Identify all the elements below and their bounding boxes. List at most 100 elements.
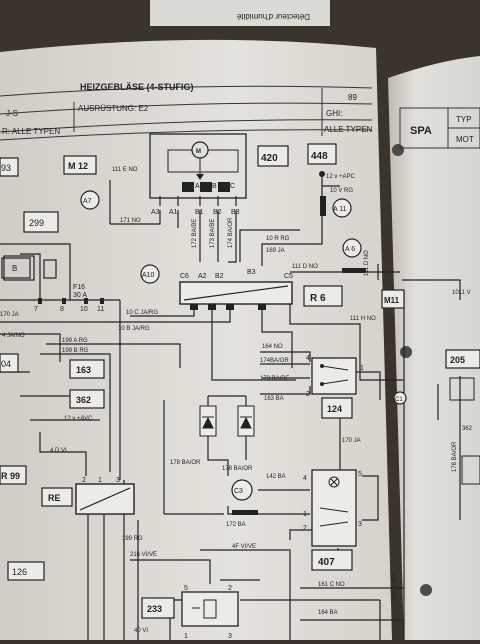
right-page: [388, 56, 480, 640]
header-page-number: 89: [348, 93, 357, 102]
fuse: [232, 510, 258, 515]
ref-163: 163: [76, 365, 91, 375]
pin-124-2: 2: [306, 391, 310, 398]
wire-label: 172 BA/BE: [192, 219, 198, 248]
pin-re-1: 1: [98, 477, 102, 484]
pin-c6: C6: [180, 273, 189, 280]
pin-10: 10: [80, 306, 88, 313]
pin-c: C: [230, 183, 235, 190]
wire-label: 174BA/OR: [260, 358, 289, 364]
ref-362: 362: [76, 395, 91, 405]
relay-re: [75, 483, 135, 515]
pin-11: 11: [97, 306, 104, 313]
ref-m12: M 12: [68, 161, 88, 171]
terminal-dot: [319, 171, 325, 177]
wire-label: 163 BA: [264, 396, 284, 402]
wire-label: 111 D NO: [364, 250, 370, 276]
wire-label: 12 v +AVC: [64, 416, 93, 422]
wire-label: 164 NO: [262, 344, 283, 350]
pin-a3: A3: [151, 209, 160, 216]
pin-407-4: 4: [303, 475, 307, 482]
wire-label: 216 VI/VE: [130, 552, 157, 558]
wire-label: 172 BA: [226, 522, 246, 528]
wire-labels: 111 E NO 171 NO 12 v +APC 10 V RG 172 BA…: [0, 167, 473, 634]
wire-label: 178 BA/OR: [452, 441, 458, 472]
wire-label: 173 BA/BE: [210, 219, 216, 248]
right-spa: SPA: [410, 125, 432, 137]
wire-label: 199 A RG: [62, 338, 88, 344]
reference-boxes: [0, 143, 480, 619]
right-component: [461, 455, 480, 485]
relay-124: [311, 357, 357, 395]
ref-124: 124: [327, 404, 342, 414]
header-all-types: ALLE TYPEN: [324, 125, 373, 134]
diodes: [199, 405, 255, 437]
motor-symbol: M: [196, 149, 201, 155]
circle-a7: A7: [83, 198, 92, 205]
right-typ: TYP: [456, 115, 472, 124]
ref-re: RE: [48, 493, 61, 503]
header-model: J-S: [6, 109, 18, 118]
fuse: [342, 268, 366, 273]
ref-b: B: [12, 264, 17, 273]
ref-205: 205: [450, 355, 465, 365]
ref-407: 407: [318, 557, 335, 568]
wire-label: 178 BA/OR: [222, 466, 253, 472]
pin-b: B: [212, 183, 217, 190]
ref-r6: R 6: [310, 293, 326, 304]
header-equipment: AUSRÜSTUNG: E2: [78, 104, 149, 113]
pin-407-2: 2: [303, 525, 307, 532]
pin-a: A: [195, 183, 200, 190]
wire-label: 10 C JA/RG: [126, 310, 158, 316]
pin-124-4: 4: [306, 355, 310, 362]
wire-label: 170 JA: [0, 312, 19, 318]
fuse-rating: 30 A: [73, 292, 87, 299]
right-mot: MOT: [456, 135, 474, 144]
connector-circles: [80, 190, 407, 501]
wire-label: 161 B NO: [392, 573, 398, 600]
header-types: R: ALLE TYPEN: [2, 127, 60, 136]
wire-label: 10 R RG: [266, 236, 290, 242]
wire-label: 199 RG: [122, 536, 143, 542]
wire-label: 40 VI: [134, 628, 148, 634]
pin-233-1: 1: [184, 633, 188, 640]
wire-label: 164 BA: [318, 610, 338, 616]
pin-c5: C5: [284, 273, 293, 280]
pin-b2: B2: [213, 209, 222, 216]
pin-b3r: B3: [247, 269, 256, 276]
wire-label: 1011 V: [452, 290, 471, 296]
wire-label: 4 D VI: [50, 448, 67, 454]
motor-box: [149, 133, 247, 199]
wire-label: 4 JA/NO: [2, 333, 25, 339]
header-title: HEIZGEBLÄSE (4-STUFIG): [80, 82, 194, 92]
ref-299: 299: [29, 218, 44, 228]
pin-re-2: 2: [82, 477, 86, 484]
wire-label: 171 NO: [120, 218, 141, 224]
header-ghi: GHI:: [326, 109, 342, 118]
binder-ring: [392, 144, 404, 156]
circle-c1: C1: [395, 397, 403, 403]
ref-126: 126: [12, 567, 27, 577]
wire-label: 174 BA/OR: [228, 217, 234, 248]
wire-label: 111 E NO: [112, 167, 138, 173]
wire-label: 199 B RG: [62, 348, 89, 354]
ref-420: 420: [261, 153, 278, 164]
resistor-r6: [179, 281, 293, 310]
wire-label: 173 BA/BE: [260, 376, 289, 382]
pin-233-3: 3: [228, 633, 232, 640]
pin-a1: A1: [169, 209, 178, 216]
wire-label: 362: [462, 426, 473, 432]
wire-label: 10 B JA/RG: [118, 326, 150, 332]
wire-label: 142 BA: [266, 474, 286, 480]
ref-448: 448: [311, 151, 328, 162]
ref-233: 233: [147, 604, 162, 614]
pin-124-1: 1: [360, 365, 364, 372]
fuse-label: F16: [73, 284, 85, 291]
pin-233-2: 2: [228, 585, 232, 592]
ref-93: 93: [1, 163, 11, 173]
binder-ring: [400, 346, 412, 358]
pin-8: 8: [60, 306, 64, 313]
wire-label: 4F VI/VE: [232, 544, 256, 550]
pin-407-3: 3: [358, 521, 362, 528]
